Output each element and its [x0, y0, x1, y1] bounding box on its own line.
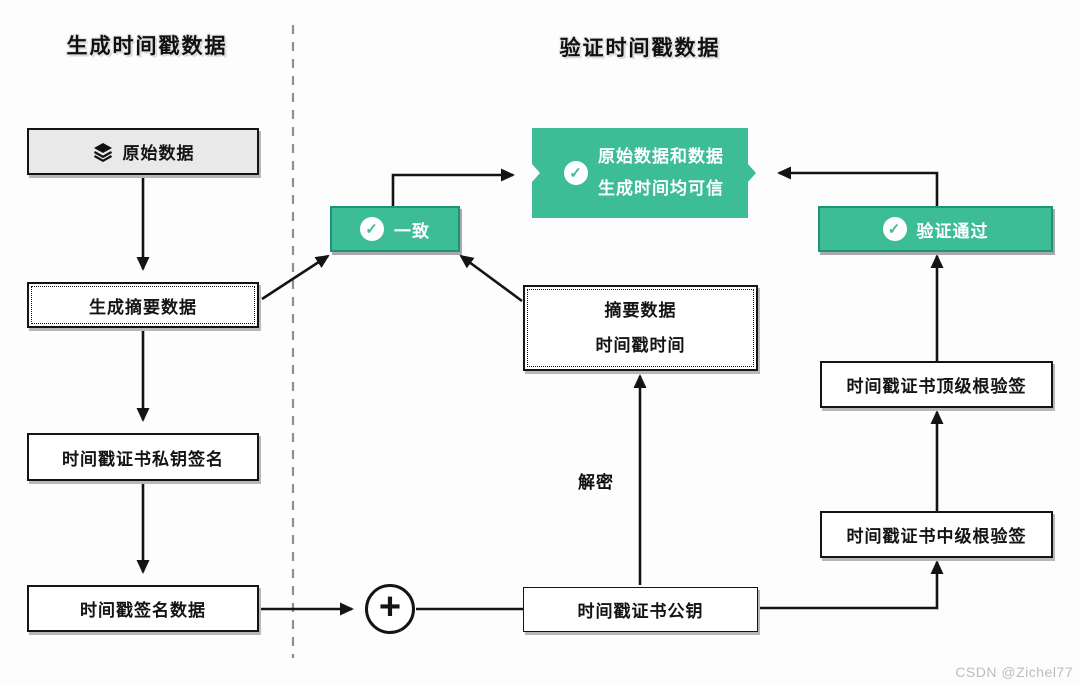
node-generate-digest: 生成摘要数据 — [27, 282, 259, 328]
node-verify-pass: ✓ 验证通过 — [818, 206, 1053, 252]
section-title-generate: 生成时间戳数据 — [66, 35, 228, 58]
node-label: 一致 — [394, 221, 430, 241]
node-signature-data: 时间戳签名数据 — [27, 585, 259, 632]
node-label-line1: 原始数据和数据 — [598, 147, 724, 166]
node-label: 时间戳证书顶级根验签 — [846, 377, 1027, 396]
check-circle-icon: ✓ — [360, 217, 384, 241]
check-circle-icon: ✓ — [564, 161, 588, 185]
node-original-data: 原始数据 — [27, 128, 259, 175]
node-mid-root-verify: 时间戳证书中级根验签 — [820, 511, 1053, 558]
node-label-line1: 摘要数据 — [604, 301, 677, 320]
layers-icon — [92, 142, 114, 162]
node-label: 时间戳证书公钥 — [577, 602, 704, 621]
plus-combine-icon: + — [365, 584, 415, 634]
node-label: 时间戳证书中级根验签 — [846, 527, 1027, 546]
node-top-root-verify: 时间戳证书顶级根验签 — [820, 361, 1053, 408]
node-label: 时间戳签名数据 — [80, 601, 206, 620]
node-label-line2: 生成时间均可信 — [598, 179, 724, 198]
node-trusted-result: ✓ 原始数据和数据 生成时间均可信 — [532, 128, 756, 218]
node-public-key: 时间戳证书公钥 — [523, 587, 758, 632]
node-label: 时间戳证书私钥签名 — [62, 449, 224, 469]
node-private-key-sign: 时间戳证书私钥签名 — [27, 433, 259, 481]
check-circle-icon: ✓ — [882, 217, 907, 241]
node-label-line2: 时间戳时间 — [595, 336, 686, 355]
decrypt-label: 解密 — [578, 473, 614, 492]
section-title-verify: 验证时间戳数据 — [559, 37, 721, 60]
node-label: 验证通过 — [916, 221, 989, 241]
node-digest-timestamp: 摘要数据 时间戳时间 — [523, 285, 758, 371]
node-consistent: ✓ 一致 — [330, 206, 460, 252]
watermark: CSDN @Zichel77 — [955, 664, 1073, 680]
node-label: 生成摘要数据 — [89, 297, 197, 317]
node-label: 原始数据 — [122, 144, 195, 163]
